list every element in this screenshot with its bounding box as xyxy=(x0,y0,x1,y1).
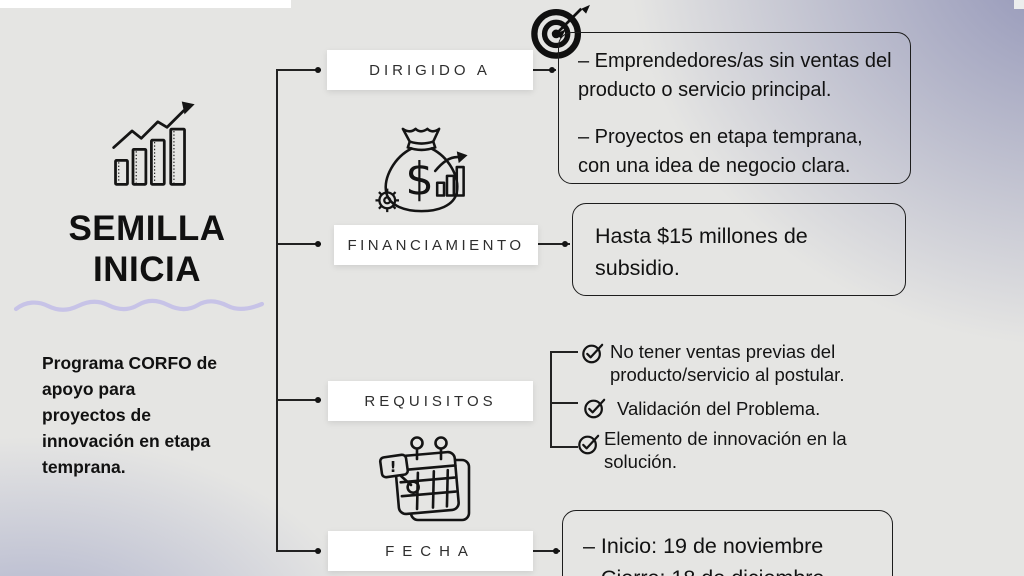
title-line-1: SEMILLA xyxy=(68,209,226,248)
branch-line-requisitos xyxy=(276,399,321,401)
bar-chart-growth-icon xyxy=(112,101,195,186)
arrowhead xyxy=(456,151,468,164)
node-requisitos: REQUISITOS xyxy=(328,381,533,421)
connector-dot xyxy=(562,241,568,247)
wavy-divider xyxy=(13,298,265,312)
dirigido-paragraph-2: – Proyectos en etapa temprana, con una i… xyxy=(578,123,896,181)
connector-financiamiento xyxy=(538,243,570,245)
callout-financiamiento: Hasta $15 millones de subsidio. xyxy=(572,203,906,296)
node-fecha: FECHA xyxy=(328,531,533,571)
desc-line: apoyo para xyxy=(42,379,136,399)
arrowhead xyxy=(181,101,195,115)
requisito-item-1: No tener ventas previas del producto/ser… xyxy=(610,340,844,386)
desc-line: Programa CORFO de xyxy=(42,353,218,373)
tree-trunk-line xyxy=(276,69,278,552)
requisitos-bracket-line xyxy=(550,351,552,448)
top-white-strip xyxy=(0,0,291,8)
text-line: subsidio. xyxy=(595,256,680,280)
branch-dot xyxy=(315,241,321,247)
text-line: No tener ventas previas del xyxy=(610,341,836,362)
text-line: Hasta $15 millones de xyxy=(595,224,808,248)
requisito-item-3: Elemento de innovación en la solución. xyxy=(604,427,847,473)
text-line: producto o servicio principal. xyxy=(578,79,832,101)
text-line: Elemento de innovación en la xyxy=(604,428,847,449)
branch-line-fecha xyxy=(276,550,321,552)
node-dirigido-a: DIRIGIDO A xyxy=(327,50,533,90)
branch-dot xyxy=(315,397,321,403)
desc-line: temprana. xyxy=(42,457,126,477)
requisitos-stub-3 xyxy=(550,446,578,448)
branch-dot xyxy=(315,67,321,73)
check-circle-icon xyxy=(582,343,604,364)
branch-line-dirigido xyxy=(276,69,321,71)
requisitos-stub-2 xyxy=(550,402,578,404)
text-line: Validación del Problema. xyxy=(617,398,821,419)
text-line: solución. xyxy=(604,451,678,472)
check-circle-icon xyxy=(584,398,606,419)
node-financiamiento: FINANCIAMIENTO xyxy=(334,225,538,265)
desc-line: innovación en etapa xyxy=(42,431,211,451)
callout-dirigido-a: – Emprendedores/as sin ventas del produc… xyxy=(558,32,911,184)
connector-fecha xyxy=(533,550,560,552)
money-bag-dollar-icon: $ xyxy=(375,127,468,213)
connector-dirigido xyxy=(533,69,556,71)
requisitos-stub-1 xyxy=(550,351,578,353)
text-line: – Proyectos en etapa temprana, xyxy=(578,126,863,148)
text-line: – Cierre: 18 de diciembre xyxy=(583,562,892,576)
branch-line-financiamiento xyxy=(276,243,321,245)
desc-line: proyectos de xyxy=(42,405,151,425)
check-circle-icon xyxy=(578,434,600,455)
calendar-reminder-icon: ! xyxy=(378,436,471,522)
top-right-notch xyxy=(1014,0,1024,9)
gear-icon xyxy=(375,188,399,213)
text-line: con una idea de negocio clara. xyxy=(578,155,851,177)
text-line: producto/servicio al postular. xyxy=(610,364,845,385)
branch-dot xyxy=(315,548,321,554)
callout-fecha: – Inicio: 19 de noviembre – Cierre: 18 d… xyxy=(562,510,893,576)
connector-dot xyxy=(549,67,555,73)
text-line: – Emprendedores/as sin ventas del xyxy=(578,50,892,72)
dirigido-paragraph-1: – Emprendedores/as sin ventas del produc… xyxy=(578,47,896,105)
dollar-glyph: $ xyxy=(405,152,434,205)
program-description: Programa CORFO de apoyo para proyectos d… xyxy=(42,350,217,480)
title-line-2: INICIA xyxy=(93,250,201,289)
requisito-item-2: Validación del Problema. xyxy=(617,397,820,420)
connector-dot xyxy=(553,548,559,554)
program-title: SEMILLA INICIA xyxy=(37,208,257,290)
exclamation-glyph: ! xyxy=(390,458,397,476)
text-line: – Inicio: 19 de noviembre xyxy=(583,534,824,558)
